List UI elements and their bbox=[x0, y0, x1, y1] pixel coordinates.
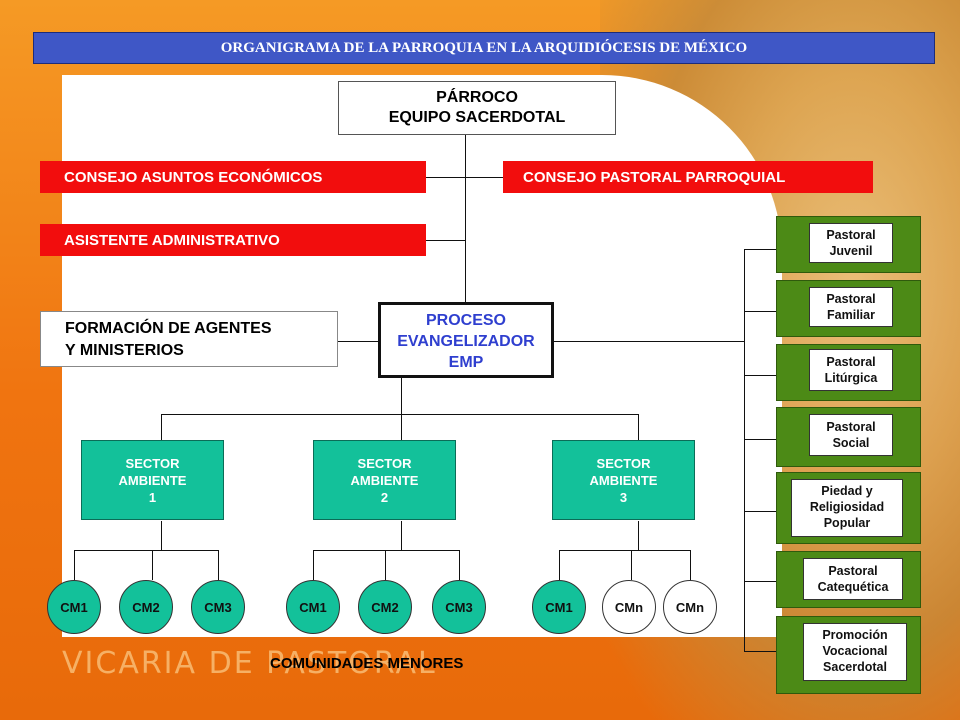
formacion-box: FORMACIÓN DE AGENTES Y MINISTERIOS bbox=[40, 311, 338, 367]
connector-pastoral-1 bbox=[744, 249, 776, 250]
connector-proceso-down bbox=[401, 378, 402, 414]
comunidad-circle: CM3 bbox=[432, 580, 486, 634]
connector-pastorales bbox=[554, 341, 744, 342]
pastoral-7-line2: Vocacional bbox=[822, 644, 888, 658]
connector-consejos bbox=[426, 177, 503, 178]
comunidad-circle: CM1 bbox=[532, 580, 586, 634]
connector-cm-group-2 bbox=[313, 550, 459, 551]
connector-cm-9 bbox=[690, 550, 691, 580]
pastoral-box-4: Pastoral Social bbox=[776, 407, 921, 467]
pastoral-box-7: Promoción Vocacional Sacerdotal bbox=[776, 616, 921, 694]
pastoral-6-line1: Pastoral bbox=[828, 564, 878, 578]
sector-box-2: SECTOR AMBIENTE 2 bbox=[313, 440, 456, 520]
connector-sector-3 bbox=[638, 414, 639, 440]
connector-cm-3 bbox=[218, 550, 219, 580]
comunidad-circle: CM2 bbox=[119, 580, 173, 634]
proceso-box: PROCESO EVANGELIZADOR EMP bbox=[378, 302, 554, 378]
parroco-box: PÁRROCO EQUIPO SACERDOTAL bbox=[338, 81, 616, 135]
sector-box-3: SECTOR AMBIENTE 3 bbox=[552, 440, 695, 520]
page-title: ORGANIGRAMA DE LA PARROQUIA EN LA ARQUID… bbox=[33, 32, 935, 64]
connector-pastoral-3 bbox=[744, 375, 776, 376]
comunidad-circle: CM1 bbox=[47, 580, 101, 634]
pastoral-2-line1: Pastoral bbox=[826, 292, 876, 306]
connector-sectores bbox=[161, 414, 639, 415]
connector-cm-group-1 bbox=[74, 550, 218, 551]
connector-cm-8 bbox=[631, 550, 632, 580]
sector-box-1: SECTOR AMBIENTE 1 bbox=[81, 440, 224, 520]
connector-formacion bbox=[338, 341, 378, 342]
parroco-line2: EQUIPO SACERDOTAL bbox=[388, 109, 566, 126]
sector-2-line1: SECTOR bbox=[357, 456, 412, 471]
pastoral-box-2: Pastoral Familiar bbox=[776, 280, 921, 337]
pastoral-3-line1: Pastoral bbox=[826, 355, 876, 369]
pastoral-7-line3: Sacerdotal bbox=[823, 660, 887, 674]
pastoral-box-3: Pastoral Litúrgica bbox=[776, 344, 921, 401]
sector-1-line3: 1 bbox=[148, 490, 157, 505]
proceso-line3: EMP bbox=[448, 354, 484, 371]
connector-cm-5 bbox=[385, 550, 386, 580]
connector-pastoral-5 bbox=[744, 511, 776, 512]
sector-1-line1: SECTOR bbox=[125, 456, 180, 471]
proceso-line2: EVANGELIZADOR bbox=[397, 333, 535, 350]
connector-pastorales-vertical bbox=[744, 249, 745, 651]
asistente-box: ASISTENTE ADMINISTRATIVO bbox=[40, 224, 426, 256]
connector-cm-7 bbox=[559, 550, 560, 580]
consejo-economicos-box: CONSEJO ASUNTOS ECONÓMICOS bbox=[40, 161, 426, 193]
connector-pastoral-7 bbox=[744, 651, 776, 652]
pastoral-2-line2: Familiar bbox=[827, 308, 875, 322]
pastoral-1-line1: Pastoral bbox=[826, 228, 876, 242]
connector-asistente bbox=[426, 240, 465, 241]
comunidad-circle: CMn bbox=[663, 580, 717, 634]
pastoral-5-line2: Religiosidad bbox=[809, 500, 885, 514]
pastoral-7-line1: Promoción bbox=[822, 628, 888, 642]
pastoral-5-line1: Piedad y bbox=[821, 484, 873, 498]
sector-1-line2: AMBIENTE bbox=[118, 473, 187, 488]
connector-cm-2 bbox=[152, 550, 153, 580]
connector-pastoral-2 bbox=[744, 311, 776, 312]
pastoral-5-line3: Popular bbox=[823, 516, 871, 530]
comunidad-circle: CMn bbox=[602, 580, 656, 634]
connector-sector-2-down bbox=[401, 521, 402, 550]
proceso-line1: PROCESO bbox=[425, 312, 506, 329]
pastoral-box-6: Pastoral Catequética bbox=[776, 551, 921, 608]
connector-main-vertical bbox=[465, 135, 466, 302]
connector-sector-3-down bbox=[638, 521, 639, 550]
pastoral-3-line2: Litúrgica bbox=[824, 371, 878, 385]
parroco-line1: PÁRROCO bbox=[436, 89, 518, 106]
connector-cm-4 bbox=[313, 550, 314, 580]
sector-2-line2: AMBIENTE bbox=[350, 473, 419, 488]
comunidad-circle: CM3 bbox=[191, 580, 245, 634]
comunidad-circle: CM2 bbox=[358, 580, 412, 634]
connector-pastoral-6 bbox=[744, 581, 776, 582]
pastoral-box-1: Pastoral Juvenil bbox=[776, 216, 921, 273]
formacion-line2: Y MINISTERIOS bbox=[65, 342, 184, 359]
pastoral-4-line2: Social bbox=[832, 436, 870, 450]
comunidad-circle: CM1 bbox=[286, 580, 340, 634]
consejo-pastoral-box: CONSEJO PASTORAL PARROQUIAL bbox=[503, 161, 873, 193]
connector-sector-1 bbox=[161, 414, 162, 440]
pastoral-box-5: Piedad y Religiosidad Popular bbox=[776, 472, 921, 544]
sector-3-line1: SECTOR bbox=[596, 456, 651, 471]
formacion-line1: FORMACIÓN DE AGENTES bbox=[65, 320, 272, 337]
connector-pastoral-4 bbox=[744, 439, 776, 440]
connector-sector-2 bbox=[401, 414, 402, 440]
connector-cm-1 bbox=[74, 550, 75, 580]
pastoral-4-line1: Pastoral bbox=[826, 420, 876, 434]
connector-cm-group-3 bbox=[559, 550, 690, 551]
pastoral-1-line2: Juvenil bbox=[829, 244, 873, 258]
pastoral-6-line2: Catequética bbox=[817, 580, 889, 594]
comunidades-label: COMUNIDADES MENORES bbox=[270, 655, 464, 672]
connector-sector-1-down bbox=[161, 521, 162, 550]
sector-3-line2: AMBIENTE bbox=[589, 473, 658, 488]
sector-3-line3: 3 bbox=[619, 490, 628, 505]
watermark: VICARIA DE PASTORAL bbox=[62, 646, 437, 681]
sector-2-line3: 2 bbox=[380, 490, 389, 505]
connector-cm-6 bbox=[459, 550, 460, 580]
